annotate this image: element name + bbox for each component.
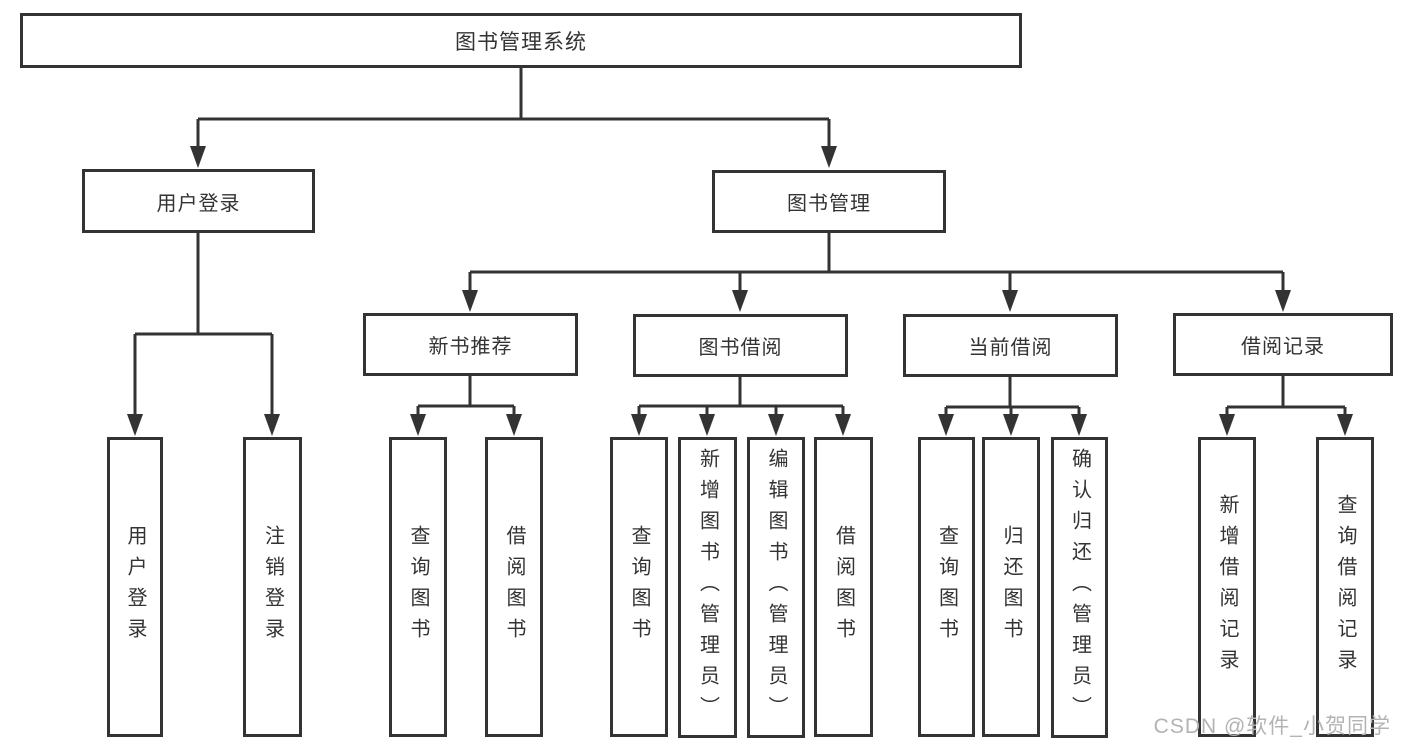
node-label: 查询图书 [407, 525, 429, 649]
node-label: 借阅图书 [832, 525, 855, 649]
csdn-watermark: CSDN @软件_小贺同学 [1153, 715, 1391, 738]
leaf-logout: 注销登录 [243, 437, 302, 737]
connector-management-rail [470, 233, 1283, 274]
connector-root-drops [196, 119, 831, 148]
node-label: 借阅图书 [503, 525, 525, 649]
connector-records-fan [1225, 376, 1347, 416]
node-label: 确认归还（管理员） [1068, 448, 1091, 727]
leaf-add-borrow-record: 新增借阅记录 [1198, 437, 1256, 737]
leaf-borrow-books: 借阅图书 [814, 437, 873, 737]
node-user-login-branch: 用户登录 [82, 169, 315, 233]
node-label: 借阅记录 [1241, 336, 1325, 358]
leaf-user-login: 用户登录 [107, 437, 163, 737]
node-label: 图书借阅 [698, 337, 783, 359]
node-book-borrowing: 图书借阅 [633, 314, 848, 377]
leaf-edit-books-admin: 编辑图书（管理员） [747, 437, 805, 738]
node-label: 当前借阅 [968, 337, 1053, 359]
leaf-borrow-books-recommend: 借阅图书 [485, 437, 543, 737]
connector-management-drops [468, 272, 1285, 292]
node-label: 查询图书 [628, 525, 650, 649]
leaf-query-borrow-record: 查询借阅记录 [1316, 437, 1374, 737]
node-label: 新书推荐 [428, 336, 513, 358]
node-borrowing-records: 借阅记录 [1173, 313, 1393, 376]
node-label: 注销登录 [261, 525, 284, 649]
node-label: 图书管理系统 [455, 30, 587, 54]
node-current-borrowing: 当前借阅 [903, 314, 1118, 377]
node-label: 归还图书 [1000, 525, 1022, 649]
connector-recommend-fan [416, 376, 516, 416]
node-library-management-system: 图书管理系统 [20, 13, 1022, 68]
node-label: 用户登录 [124, 525, 146, 649]
leaf-confirm-return-admin: 确认归还（管理员） [1051, 437, 1108, 738]
leaf-return-books: 归还图书 [982, 437, 1040, 737]
node-label: 查询图书 [935, 525, 958, 649]
leaf-add-books-admin: 新增图书（管理员） [678, 437, 737, 738]
leaf-query-books-borrow: 查询图书 [610, 437, 668, 737]
node-label: 新增借阅记录 [1216, 494, 1238, 680]
node-label: 查询借阅记录 [1334, 494, 1356, 680]
connector-borrow-fan [637, 377, 845, 416]
node-new-book-recommendation: 新书推荐 [363, 313, 578, 376]
node-book-management-branch: 图书管理 [712, 170, 946, 233]
node-label: 图书管理 [787, 193, 871, 215]
node-label: 编辑图书（管理员） [765, 448, 787, 727]
arrowheads [127, 146, 1353, 436]
leaf-query-books-recommend: 查询图书 [389, 437, 447, 737]
connector-root-rail [198, 68, 829, 121]
connector-current-fan [944, 377, 1081, 416]
node-label: 用户登录 [156, 192, 241, 215]
connector-user-fan [133, 233, 274, 416]
node-label: 新增图书（管理员） [696, 448, 719, 727]
leaf-query-books-current: 查询图书 [918, 437, 975, 737]
